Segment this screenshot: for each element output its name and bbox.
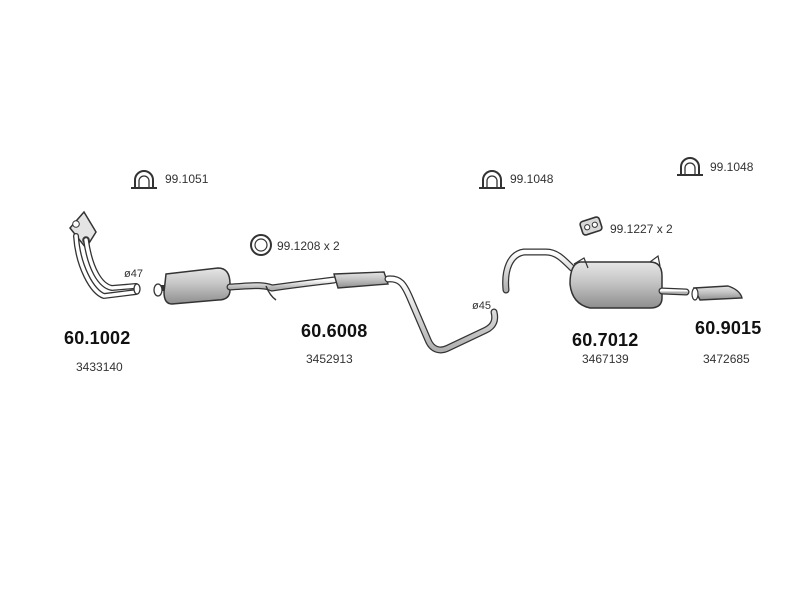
hanger-label: 99.1227 x 2 [610,222,673,236]
u-clamp-icon [479,170,505,189]
clamp-1-label: 99.1051 [165,172,209,186]
u-clamp-icon [677,157,703,176]
center-section [153,267,499,354]
oe-number-front-pipe: 3433140 [76,360,123,374]
rubber-hanger-icon [579,216,603,236]
diameter-front-label: ø47 [124,268,143,280]
oe-number-tail-pipe: 3472685 [703,352,750,366]
clamp-3-label: 99.1048 [710,160,754,174]
tail-pipe [691,285,743,301]
ring-label: 99.1208 x 2 [277,239,340,253]
oe-number-center-section: 3452913 [306,352,353,366]
part-number-front-pipe: 60.1002 [64,328,131,348]
clamp-2-label: 99.1048 [510,172,554,186]
rear-silencer [502,248,690,309]
diameter-rear-label: ø45 [472,300,491,312]
oe-number-rear-silencer: 3467139 [582,352,629,366]
part-number-center-section: 60.6008 [301,321,368,341]
part-number-tail-pipe: 60.9015 [695,318,762,338]
front-pipe [69,210,141,300]
part-number-rear-silencer: 60.7012 [572,330,639,350]
u-clamp-icon [131,170,157,189]
sealing-ring-icon [250,234,272,256]
